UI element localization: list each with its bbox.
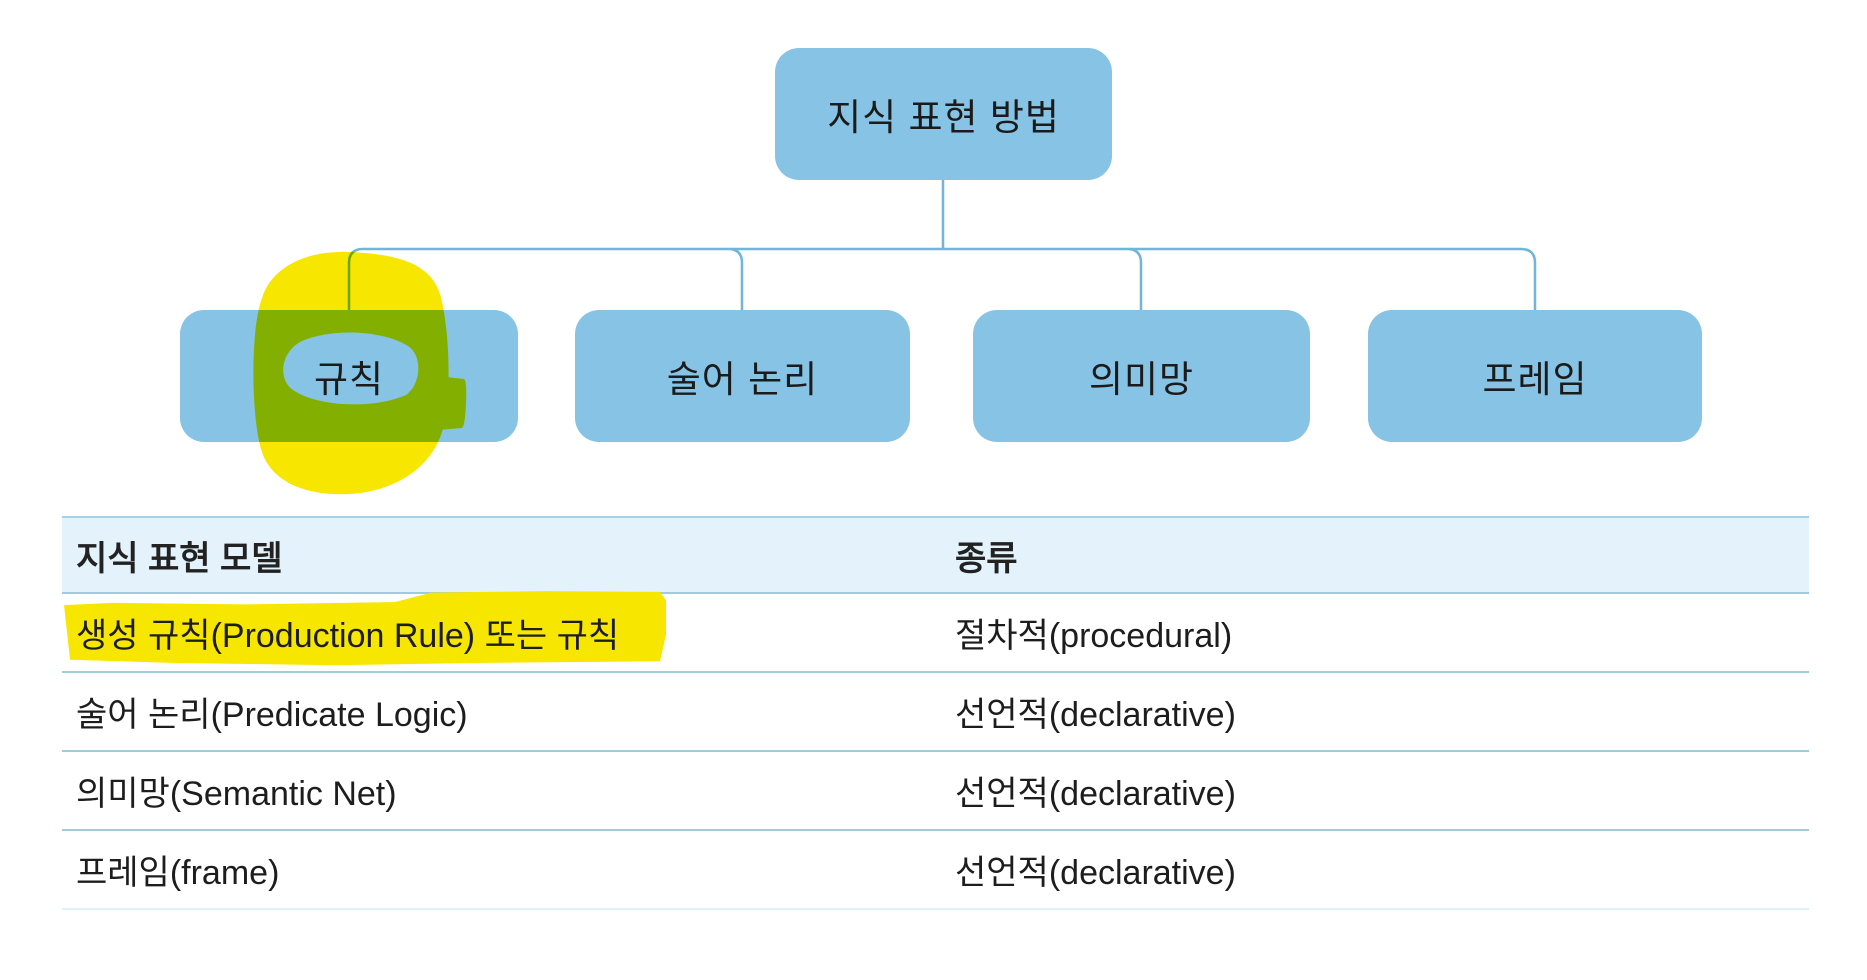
column-header-model: 지식 표현 모델 xyxy=(76,539,283,578)
root-node-label: 지식 표현 방법 xyxy=(827,97,1060,138)
table-row: 생성 규칙(Production Rule) 또는 규칙 절차적(procedu… xyxy=(62,591,1809,673)
diagram-node-predicate-logic: 술어 논리 xyxy=(575,310,910,442)
diagram-node-rule: 규칙 xyxy=(180,310,518,442)
type-cell: 선언적(declarative) xyxy=(955,775,1236,813)
model-cell: 의미망(Semantic Net) xyxy=(76,775,397,813)
table-row: 의미망(Semantic Net) 선언적(declarative) xyxy=(62,752,1809,831)
table-header-row: 지식 표현 모델 종류 xyxy=(62,516,1809,594)
model-cell: 프레임(frame) xyxy=(76,854,280,892)
model-cell: 생성 규칙(Production Rule) 또는 규칙 xyxy=(76,617,620,655)
node-label: 규칙 xyxy=(313,359,385,400)
diagram-node-semantic-net: 의미망 xyxy=(973,310,1310,442)
knowledge-representation-table: 지식 표현 모델 종류 생성 규칙(Production Rule) 또는 규칙… xyxy=(62,516,1809,910)
diagram-node-frame: 프레임 xyxy=(1368,310,1702,442)
type-cell: 절차적(procedural) xyxy=(955,617,1233,655)
table-row: 프레임(frame) 선언적(declarative) xyxy=(62,831,1809,910)
column-header-type: 종류 xyxy=(955,539,1018,578)
node-label: 술어 논리 xyxy=(666,359,819,400)
type-cell: 선언적(declarative) xyxy=(955,854,1236,892)
model-cell: 술어 논리(Predicate Logic) xyxy=(76,696,468,734)
node-label: 의미망 xyxy=(1088,359,1195,400)
table-row: 술어 논리(Predicate Logic) 선언적(declarative) xyxy=(62,673,1809,752)
node-label: 프레임 xyxy=(1482,359,1588,400)
type-cell: 선언적(declarative) xyxy=(955,696,1236,734)
row-highlight-annotation xyxy=(64,591,666,666)
diagram-root-node: 지식 표현 방법 xyxy=(775,48,1112,180)
